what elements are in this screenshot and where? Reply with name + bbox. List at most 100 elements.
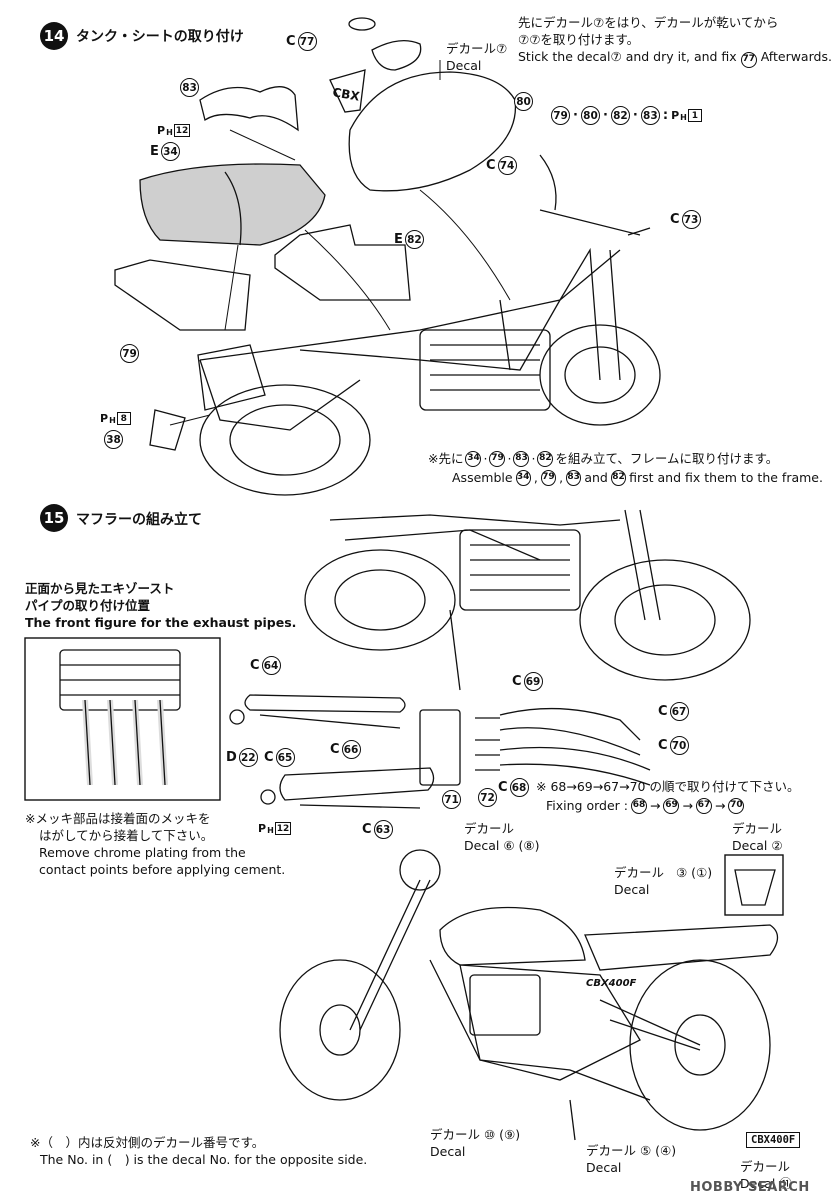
part-c66-label: C 66: [330, 740, 361, 759]
fixing-order-note: ※ 68→69→67→70 の順で取り付けて下さい。 Fixing order …: [536, 778, 799, 814]
opposite-side-note: ※（ ）内は反対側のデカール番号です。 The No. in ( ) is th…: [30, 1134, 367, 1168]
step-15-badge: 15: [40, 504, 68, 532]
decal-en: Decal: [446, 58, 482, 73]
part-71-label: 71: [442, 790, 461, 809]
seat-cover-drawing: [199, 86, 299, 132]
tank-cap-drawing: [348, 17, 376, 31]
front-wheel-15-drawing: [579, 559, 751, 681]
chrome-note: ※メッキ部品は接着面のメッキを はがしてから接着して下さい。 Remove ch…: [25, 810, 285, 878]
step-14-badge: 14: [40, 22, 68, 50]
order-en: Fixing order : 68→69→67→70: [546, 797, 745, 814]
decal-11-label: デカール Decal ⑪: [740, 1159, 792, 1191]
frame-drawing: [199, 249, 621, 371]
note-en-pre: Stick the decal⑦ and dry it, and fix: [518, 49, 737, 64]
part-c73-label: C 73: [670, 210, 701, 229]
part-38-label: 38: [104, 430, 123, 449]
decal-7-drawing: [371, 39, 422, 71]
decal-6-label: デカール Decal ⑥ (⑧): [464, 821, 540, 853]
decal-3-label: デカール ③ (①) Decal: [614, 865, 713, 897]
part-letter: C: [286, 34, 296, 49]
seat-drawing: [139, 163, 326, 246]
paint-part: 79: [551, 106, 570, 125]
part-c70-label: C 70: [658, 736, 689, 755]
order-jp: ※ 68→69→67→70 の順で取り付けて下さい。: [536, 779, 800, 794]
part-72-label: 72: [478, 788, 497, 807]
muffler-64-drawing: [244, 694, 406, 713]
front-jp-1: 正面から見たエキゾースト: [25, 581, 175, 596]
part-letter: C: [486, 158, 496, 173]
paint-part: 83: [640, 106, 660, 125]
engine-drawing: [419, 329, 551, 411]
front-view-box: [24, 637, 221, 801]
part-number: 83: [180, 78, 199, 97]
decal-5-label: デカール ⑤ (④) Decal: [586, 1143, 677, 1175]
chrome-en-1: Remove chrome plating from the: [39, 845, 246, 860]
decal-10-label: デカール ⑩ (⑨) Decal: [430, 1127, 521, 1159]
front-en: The front figure for the exhaust pipes.: [25, 615, 297, 630]
rear-wheel-drawing: [199, 384, 371, 496]
muffler-66-drawing: [279, 767, 435, 801]
side-logo-box: CBX400F: [746, 1132, 801, 1148]
decal-jp: デカール: [446, 41, 497, 56]
part-letter: E: [150, 144, 159, 159]
part-number: 77: [297, 32, 317, 51]
note-en-post: Afterwards.: [760, 49, 832, 64]
part-83-label: 83: [180, 78, 199, 97]
decal-num: ⑦: [496, 41, 508, 56]
part-c77-label: C 77: [286, 32, 317, 51]
part-c63-label: C 63: [362, 820, 393, 839]
part-79-label: 79: [120, 344, 139, 363]
part-c69-label: C 69: [512, 672, 543, 691]
part-letter: C: [670, 212, 680, 227]
part-c74-label: C 74: [486, 156, 517, 175]
note-en-part: 77: [740, 51, 757, 68]
part-c67-label: C 67: [658, 702, 689, 721]
part-e34-label: E 34: [150, 142, 180, 161]
front-wheel-drawing: [539, 324, 661, 426]
paint-part: 80: [580, 106, 600, 125]
rear-wheel-15-drawing: [304, 549, 456, 651]
chrome-jp-1: ※メッキ部品は接着面のメッキを: [25, 811, 211, 826]
final-seat-drawing: [584, 924, 779, 971]
front-view-caption: 正面から見たエキゾースト パイプの取り付け位置 The front figure…: [25, 580, 296, 631]
final-front-wheel-drawing: [279, 959, 401, 1101]
part-number: 79: [120, 344, 139, 363]
step-14-title: タンク・シートの取り付け: [76, 29, 244, 45]
note-en: The No. in ( ) is the decal No. for the …: [40, 1152, 368, 1167]
reflector-drawing: [149, 409, 186, 451]
watermark: HOBBY SEARCH: [690, 1180, 810, 1195]
assemble-note: ※先に 34·79·83·82 を組み立て、フレームに取り付けます。 Assem…: [428, 450, 823, 486]
side-cover-82-drawing: [274, 224, 411, 301]
fuel-tank-drawing: [348, 71, 517, 192]
decal-2-inset: [724, 854, 784, 916]
chrome-jp-2: はがしてから接着して下さい。: [39, 828, 214, 843]
part-number: 73: [681, 210, 701, 229]
part-c68-label: C 68: [498, 778, 529, 797]
part-number: 34: [160, 142, 180, 161]
note-jp-line-1: 先にデカール⑦をはり、デカールが乾いてから: [518, 15, 779, 30]
step-14-note: 先にデカール⑦をはり、デカールが乾いてから ⑦⑦を取り付けます。 Stick t…: [518, 14, 832, 68]
side-cover-79-drawing: [114, 259, 251, 331]
paint-part: 82: [610, 106, 630, 125]
part-number: 74: [497, 156, 517, 175]
step-15-title: マフラーの組み立て: [76, 512, 202, 528]
chrome-en-2: contact points before applying cement.: [39, 862, 286, 877]
final-tank-drawing: [439, 906, 586, 966]
assemble-jp: ※先に 34·79·83·82 を組み立て、フレームに取り付けます。: [428, 450, 779, 467]
note-jp: ※（ ）内は反対側のデカール番号です。: [30, 1135, 265, 1150]
part-80-label: 80: [514, 92, 533, 111]
note-en-line: Stick the decal⑦ and dry it, and fix 77 …: [518, 48, 832, 68]
decal-2-label: デカール Decal ②: [732, 821, 783, 853]
part-c65-label: C 65: [264, 748, 295, 767]
part-c64-label: C 64: [250, 656, 281, 675]
note-jp-line-2: ⑦⑦を取り付けます。: [518, 32, 640, 47]
front-jp-2: パイプの取り付け位置: [25, 598, 151, 613]
part-d22-label: D 22: [226, 748, 258, 767]
part-letter: E: [394, 232, 403, 247]
